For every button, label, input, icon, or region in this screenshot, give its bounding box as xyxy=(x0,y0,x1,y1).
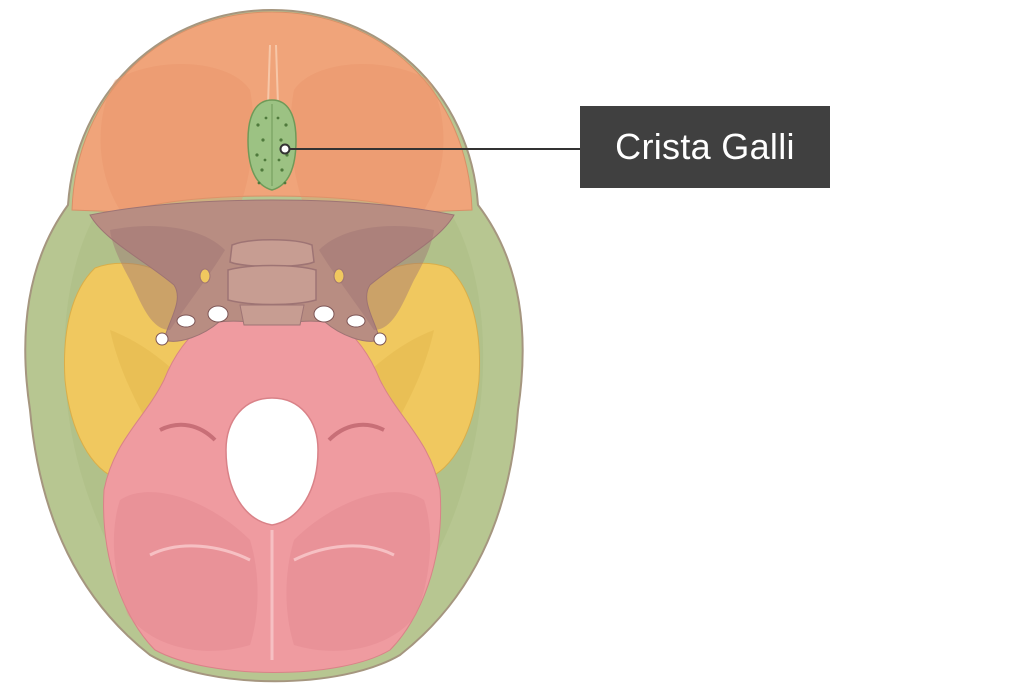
superior-orbital-fissure-right xyxy=(333,268,345,284)
sphenoid-greater-wing-left xyxy=(110,226,225,330)
transverse-sinus-groove-right xyxy=(293,544,395,562)
jugular-foramen-right xyxy=(327,422,385,442)
crista-galli-label: Crista Galli xyxy=(580,106,830,188)
dorsum-sellae xyxy=(227,264,317,306)
foramen-spinosum-left xyxy=(155,332,169,346)
frontal-orbital-plate-right xyxy=(290,63,444,211)
leader-pointer xyxy=(279,143,291,155)
foramen-ovale-right xyxy=(346,314,366,328)
transverse-sinus-groove-left xyxy=(149,544,251,562)
foramen-lacerum-left xyxy=(207,305,229,323)
occipital-fossa-right xyxy=(286,492,431,651)
frontal-crest xyxy=(267,44,279,106)
crista-galli-label-text: Crista Galli xyxy=(615,126,795,167)
foramen-ovale-left xyxy=(176,314,196,328)
occipital-fossa-left xyxy=(113,492,258,651)
frontal-orbital-plate-left xyxy=(100,63,254,211)
jugular-foramen-left xyxy=(159,422,217,442)
cribriform-plate-dots xyxy=(255,116,289,185)
superior-orbital-fissure-left xyxy=(199,268,211,284)
clivus xyxy=(239,304,305,326)
sphenoid-greater-wing-right xyxy=(319,226,434,330)
foramen-magnum xyxy=(225,397,319,526)
foramen-spinosum-right xyxy=(373,332,387,346)
sella-turcica xyxy=(229,239,315,268)
foramen-lacerum-right xyxy=(313,305,335,323)
